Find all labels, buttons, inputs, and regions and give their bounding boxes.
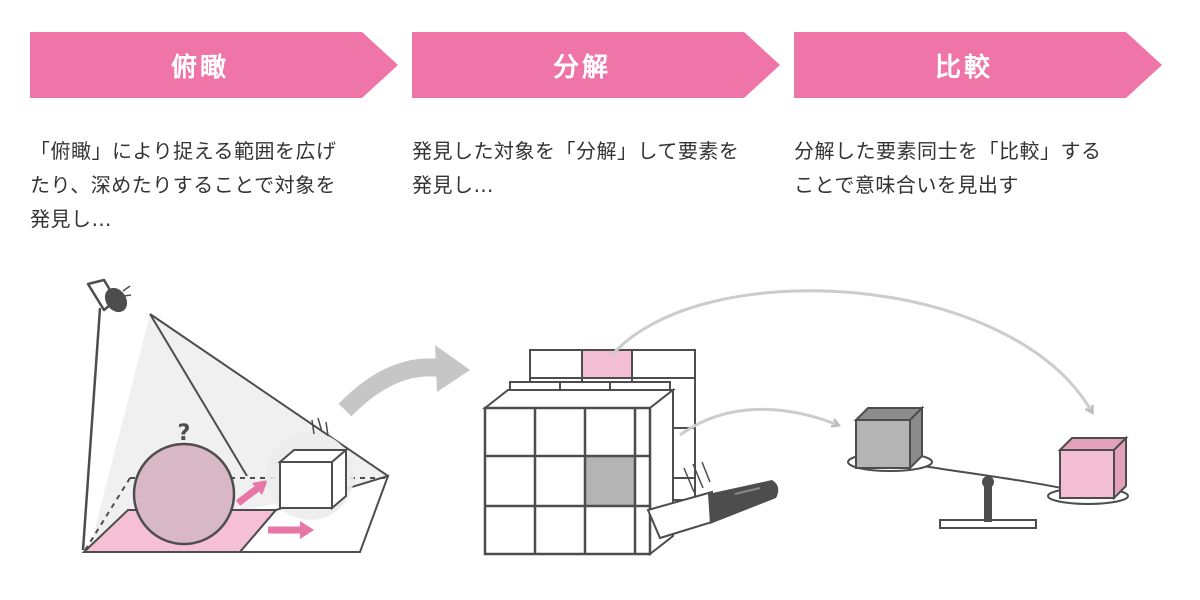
cube-icon (277, 447, 349, 511)
description-line: 発見し… (30, 207, 112, 231)
step-description-overview: 「俯瞰」により捉える範囲を広げ たり、深めたりすることで対象を 発見し… (30, 134, 380, 236)
sphere-icon (132, 442, 236, 546)
description-line: 発見し… (412, 173, 494, 197)
step-banner-decompose: 分解 (412, 32, 782, 98)
balance-scale-icon (847, 405, 1129, 529)
step-banner-compare: 比較 (794, 32, 1164, 98)
curved-arrow-icon (610, 289, 1092, 412)
step-description-decompose: 発見した対象を「分解」して要素を 発見し… (412, 134, 762, 202)
curved-arrow-icon (679, 407, 838, 437)
lamp-icon (86, 278, 132, 313)
step-title-overview: 俯瞰 (170, 52, 229, 83)
step-banner-overview: 俯瞰 (30, 32, 400, 98)
step-title-decompose: 分解 (552, 52, 611, 83)
description-line: 発見した対象を「分解」して要素を (412, 139, 740, 163)
knife-icon (646, 461, 779, 540)
question-mark: ? (178, 421, 191, 446)
chevron-arrow-shape (30, 32, 398, 98)
chevron-arrow-shape (794, 32, 1162, 98)
description-line: たり、深めたりすることで対象を (30, 173, 337, 197)
description-line: ことで意味合いを見出す (794, 173, 1019, 197)
arrow-icon (235, 480, 314, 539)
step-title-compare: 比較 (934, 52, 993, 83)
chevron-arrow-shape (412, 32, 780, 98)
overview-illustration: ? (81, 278, 470, 553)
description-line: 分解した要素同士を「比較」する (794, 139, 1102, 163)
description-line: 「俯瞰」により捉える範囲を広げ (30, 139, 337, 163)
step-description-compare: 分解した要素同士を「比較」する ことで意味合いを見出す (794, 134, 1144, 202)
big-arrow-icon (338, 345, 470, 417)
